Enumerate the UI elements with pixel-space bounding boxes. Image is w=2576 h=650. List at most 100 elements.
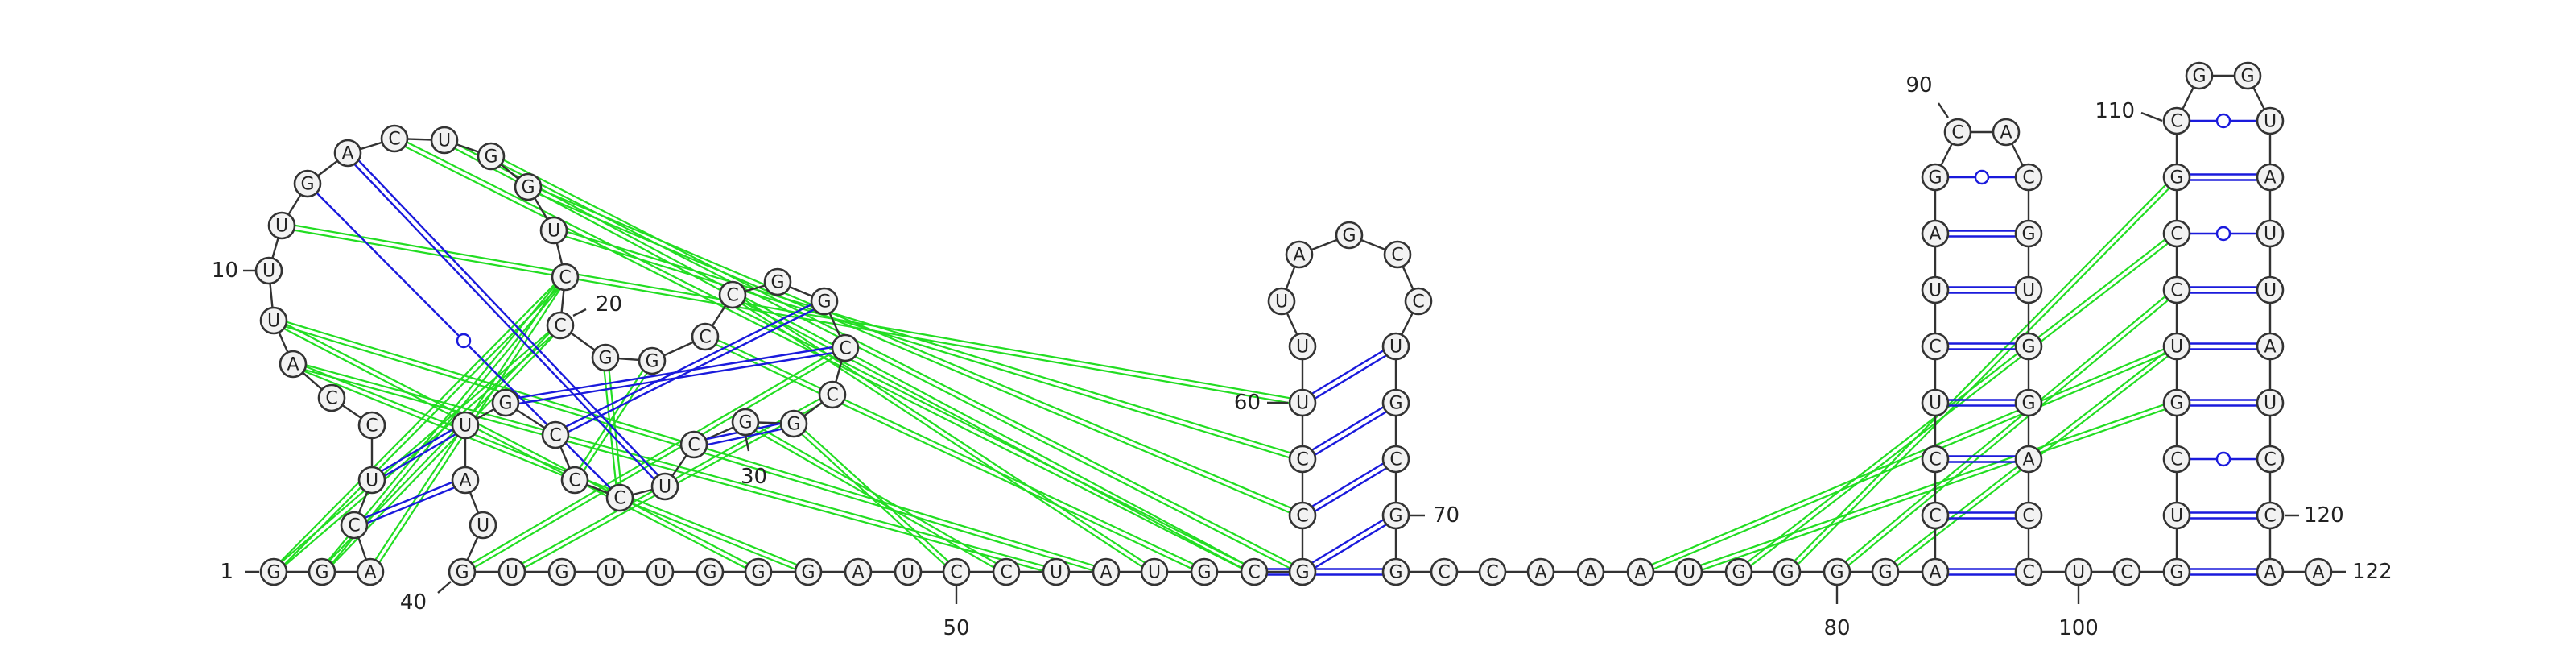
nucleotide-15: U [430, 126, 459, 155]
nucleotide-letter: C [1248, 563, 1260, 583]
wobble-pair [2190, 113, 2257, 129]
nucleotide-48: A [844, 557, 873, 586]
nucleotide-letter: G [266, 563, 280, 583]
nucleotide-letter: C [950, 563, 962, 583]
pseudoknot-pair [291, 361, 810, 575]
nucleotide-73: C [1478, 557, 1507, 586]
nucleotide-79: G [1773, 557, 1802, 586]
nucleotide-88: A [1921, 219, 1950, 248]
index-tick [2140, 111, 2163, 122]
nucleotide-letter: A [852, 563, 864, 583]
nucleotide-letter: G [555, 563, 568, 583]
canonical-pair [1948, 455, 2016, 463]
nucleotide-72: C [1430, 557, 1459, 586]
nucleotide-33: C [605, 483, 634, 512]
index-label-40: 40 [400, 590, 427, 615]
nucleotide-letter: U [1275, 292, 1288, 313]
nucleotide-84: C [1921, 445, 1950, 474]
index-tick [572, 308, 587, 317]
nucleotide-letter: U [604, 563, 617, 583]
nucleotide-letter: C [2022, 507, 2034, 527]
nucleotide-letter: G [1389, 394, 1402, 414]
nucleotide-letter: G [455, 563, 469, 583]
nucleotide-35: C [541, 420, 570, 449]
nucleotide-85: U [1921, 388, 1950, 417]
nucleotide-letter: A [364, 563, 376, 583]
nucleotide-letter: G [1878, 563, 1892, 583]
nucleotide-letter: G [645, 352, 658, 372]
nucleotide-letter: C [2264, 450, 2276, 470]
pseudoknot-pair [601, 357, 624, 499]
nucleotide-47: G [794, 557, 823, 586]
index-label-110: 110 [2095, 99, 2135, 123]
nucleotide-9: U [259, 306, 288, 335]
canonical-pair [2190, 173, 2257, 181]
base-pairs [316, 113, 2257, 576]
pseudoknot-pair [1687, 400, 2178, 575]
nucleotide-letter: U [506, 563, 518, 583]
nucleotide-letter: C [365, 416, 378, 437]
nucleotide-letter: C [1000, 563, 1012, 583]
nucleotide-letter: U [365, 471, 378, 491]
nucleotide-letter: G [2021, 337, 2035, 358]
nucleotide-11: U [267, 211, 296, 240]
nucleotide-letter: A [2022, 450, 2034, 470]
nucleotide-letter: G [1780, 563, 1794, 583]
nucleotide-letter: G [598, 349, 612, 369]
nucleotide-letter: A [2264, 563, 2276, 583]
nucleotide-81: G [1871, 557, 1900, 586]
nucleotide-68: G [1381, 388, 1410, 417]
nucleotide-78: G [1724, 557, 1753, 586]
nucleotide-letter: G [2169, 168, 2183, 188]
nucleotide-27: C [831, 333, 860, 362]
nucleotide-letter: G [2021, 394, 2035, 414]
nucleotide-letter: U [2264, 394, 2277, 414]
canonical-pair [1948, 511, 2016, 520]
nucleotide-letter: U [275, 217, 288, 237]
nucleotide-letter: U [2264, 225, 2277, 245]
nucleotide-letter: G [1830, 563, 1843, 583]
pseudoknot-pair [1639, 343, 2178, 575]
index-label-122: 122 [2352, 560, 2392, 584]
nucleotide-24: C [718, 280, 747, 309]
index-label-20: 20 [596, 292, 622, 317]
nucleotide-101: C [2112, 557, 2141, 586]
nucleotide-64: G [1335, 221, 1364, 250]
nucleotide-110: C [2162, 106, 2191, 135]
index-label-100: 100 [2058, 616, 2099, 640]
nucleotide-108: C [2162, 219, 2191, 248]
nucleotide-letter: A [341, 144, 353, 164]
canonical-pair [1948, 230, 2016, 238]
nucleotide-58: C [1288, 501, 1317, 530]
nucleotide-letter: A [1100, 563, 1112, 583]
nucleotide-97: A [2014, 445, 2043, 474]
nucleotide-letter: A [2312, 563, 2324, 583]
nucleotide-letter: G [1342, 226, 1356, 246]
index-tick [437, 581, 452, 594]
nucleotide-59: C [1288, 445, 1317, 474]
nucleotide-103: U [2162, 501, 2191, 530]
nucleotide-letter: U [2264, 112, 2277, 132]
canonical-pair [1311, 350, 1387, 400]
nucleotide-10: U [254, 256, 283, 285]
canonical-pair [1948, 399, 2016, 407]
nucleotide-74: A [1526, 557, 1555, 586]
nucleotide-letter: U [2170, 507, 2183, 527]
nucleotide-90: C [1943, 118, 1972, 147]
nucleotide-letter: C [1929, 507, 1941, 527]
nucleotide-92: C [2014, 163, 2043, 192]
nucleotide-letter: G [2192, 67, 2206, 87]
nucleotide-18: U [539, 216, 568, 245]
index-label-1: 1 [220, 560, 233, 584]
nucleotide-94: U [2014, 275, 2043, 304]
nucleotide-111: G [2185, 61, 2214, 90]
index-label-90: 90 [1905, 73, 1932, 97]
nucleotide-letter: U [477, 516, 489, 536]
nucleotide-105: G [2162, 388, 2191, 417]
nucleotide-28: C [818, 380, 847, 409]
nucleotide-112: G [2233, 61, 2262, 90]
nucleotide-116: U [2256, 275, 2285, 304]
index-label-30: 30 [741, 465, 767, 489]
nucleotide-letter: C [568, 471, 580, 491]
